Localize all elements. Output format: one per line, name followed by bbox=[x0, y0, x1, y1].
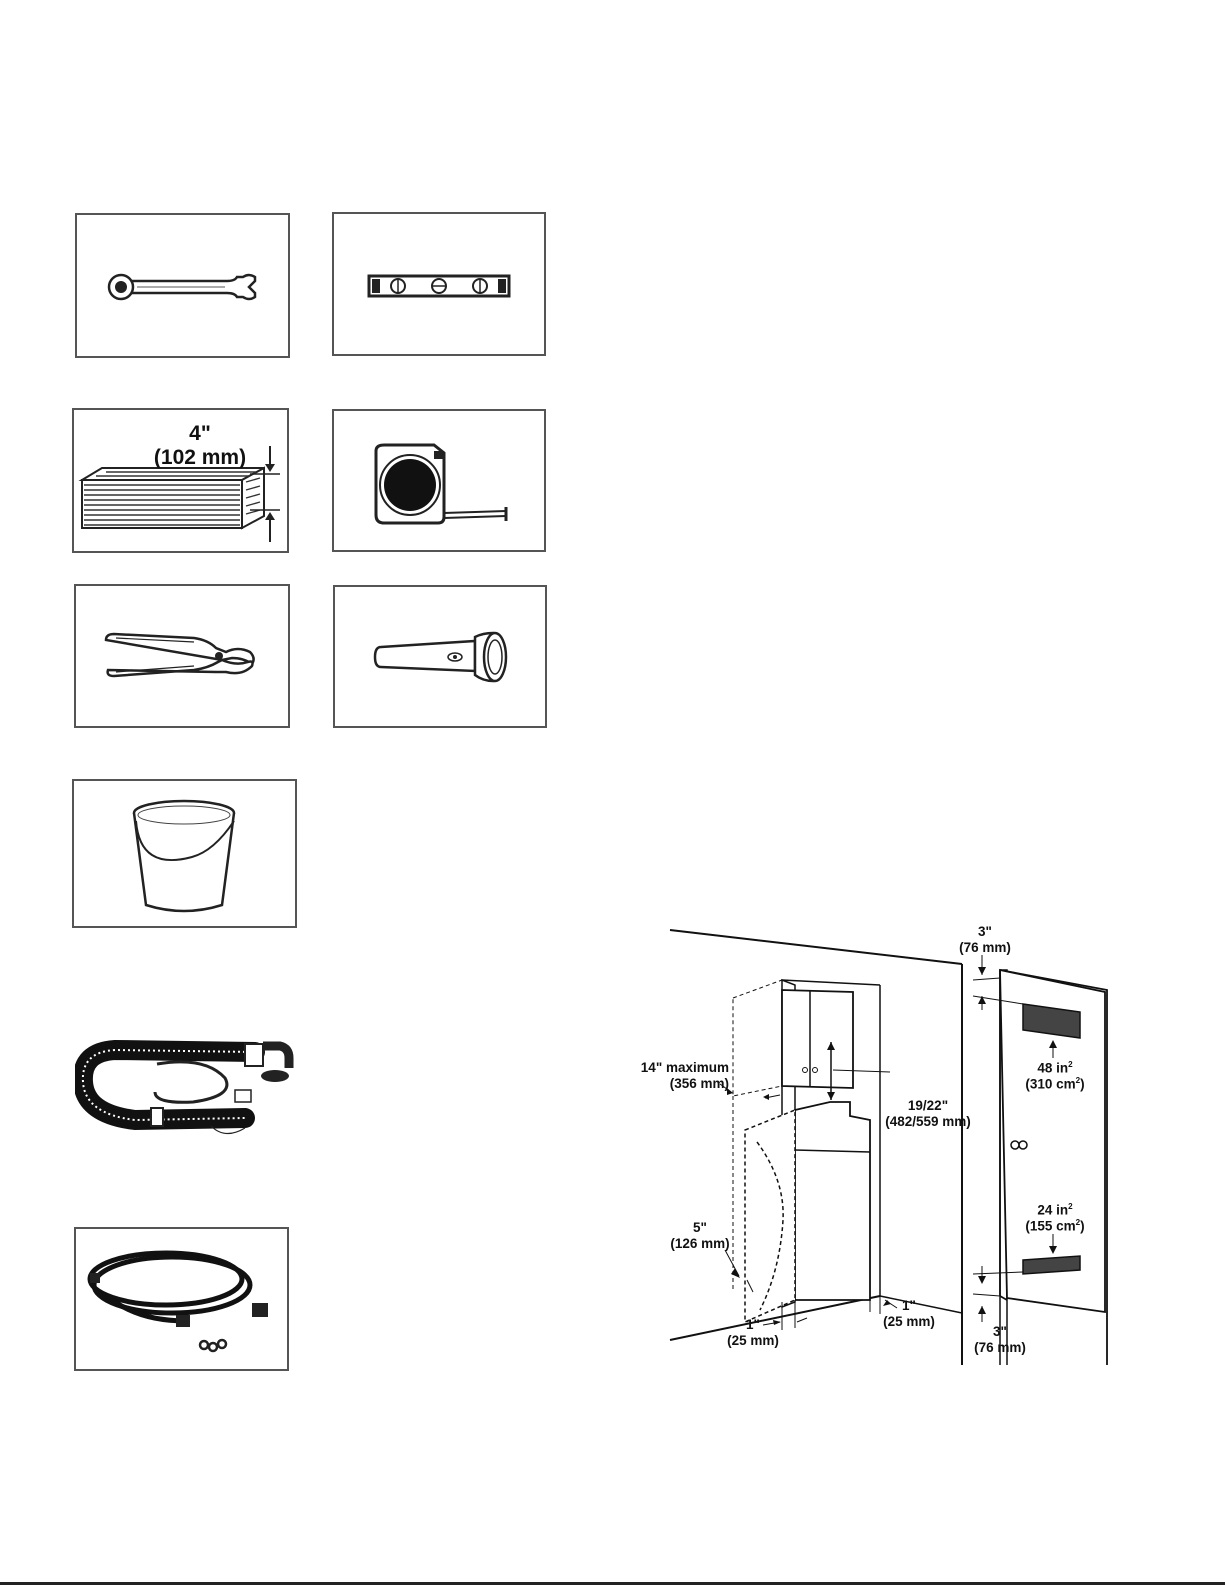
lower-vent-area-cm: (155 cm bbox=[1025, 1219, 1075, 1234]
wood-block-dim-mm: (102 mm) bbox=[150, 446, 250, 470]
cabinet-depth-inches: 14" maximum bbox=[635, 1060, 729, 1076]
side-left-label: 1" (25 mm) bbox=[720, 1317, 786, 1348]
drain-hose-illustration bbox=[75, 1030, 305, 1145]
cabinet-depth-mm: (356 mm) bbox=[635, 1076, 729, 1092]
lower-vent-close: ) bbox=[1080, 1219, 1085, 1234]
upper-vent-area-in: 48 in bbox=[1037, 1061, 1068, 1076]
lid-clearance-inches: 19/22" bbox=[880, 1098, 976, 1114]
side-right-label: 1" (25 mm) bbox=[877, 1298, 941, 1329]
lower-vent-area-in: 24 in bbox=[1037, 1203, 1068, 1218]
front-clearance-inches: 5" bbox=[665, 1220, 735, 1236]
level-icon bbox=[334, 214, 544, 354]
level-panel bbox=[332, 212, 546, 356]
wrench-icon bbox=[77, 215, 288, 356]
drain-hose-icon bbox=[75, 1030, 305, 1145]
front-clearance-label: 5" (126 mm) bbox=[665, 1220, 735, 1251]
lid-clearance-mm: (482/559 mm) bbox=[880, 1114, 976, 1130]
pliers-icon bbox=[76, 586, 288, 726]
flashlight-icon bbox=[335, 587, 545, 726]
bucket-panel bbox=[72, 779, 297, 928]
side-right-mm: (25 mm) bbox=[877, 1314, 941, 1330]
wrench-panel bbox=[75, 213, 290, 358]
side-right-inches: 1" bbox=[877, 1298, 941, 1314]
top-gap-inches: 3" bbox=[950, 924, 1020, 940]
lower-vent-label: 24 in2 (155 cm2) bbox=[1015, 1202, 1095, 1234]
inlet-hoses-panel bbox=[74, 1227, 289, 1371]
closet-installation-diagram: 3" (76 mm) 48 in2 (310 cm2) 14" maximum … bbox=[635, 920, 1135, 1365]
upper-vent-exp-in: 2 bbox=[1068, 1060, 1073, 1069]
cabinet-depth-label: 14" maximum (356 mm) bbox=[635, 1060, 729, 1091]
wood-block-dimension: 4" (102 mm) bbox=[150, 422, 250, 470]
pliers-panel bbox=[74, 584, 290, 728]
top-gap-mm: (76 mm) bbox=[950, 940, 1020, 956]
wood-block-dim-inches: 4" bbox=[150, 422, 250, 446]
bottom-gap-label: 3" (76 mm) bbox=[965, 1324, 1035, 1355]
upper-vent-label: 48 in2 (310 cm2) bbox=[1015, 1060, 1095, 1092]
flashlight-panel bbox=[333, 585, 547, 728]
side-left-mm: (25 mm) bbox=[720, 1333, 786, 1349]
bucket-icon bbox=[74, 781, 295, 926]
lower-vent-exp-in: 2 bbox=[1068, 1202, 1073, 1211]
tape-measure-icon bbox=[334, 411, 544, 550]
top-gap-label: 3" (76 mm) bbox=[950, 924, 1020, 955]
upper-vent-close: ) bbox=[1080, 1077, 1085, 1092]
tape-measure-panel bbox=[332, 409, 546, 552]
upper-vent-area-cm: (310 cm bbox=[1025, 1077, 1075, 1092]
bottom-gap-mm: (76 mm) bbox=[965, 1340, 1035, 1356]
lid-clearance-label: 19/22" (482/559 mm) bbox=[880, 1098, 976, 1129]
inlet-hoses-icon bbox=[76, 1229, 287, 1369]
wood-block-panel: 4" (102 mm) bbox=[72, 408, 289, 553]
bottom-gap-inches: 3" bbox=[965, 1324, 1035, 1340]
side-left-inches: 1" bbox=[720, 1317, 786, 1333]
front-clearance-mm: (126 mm) bbox=[665, 1236, 735, 1252]
